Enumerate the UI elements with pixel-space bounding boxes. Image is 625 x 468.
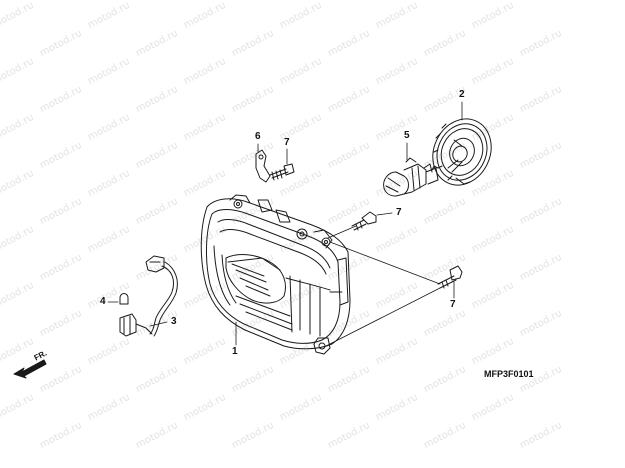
callout-3: 3	[171, 316, 177, 327]
callout-7-top: 7	[284, 137, 290, 148]
position-bulb	[119, 293, 129, 305]
assembly-line-upper	[327, 225, 357, 239]
socket-harness	[119, 255, 178, 337]
callout-1: 1	[232, 346, 238, 357]
callout-6: 6	[255, 131, 261, 142]
headlight-unit	[200, 194, 351, 355]
bracket	[255, 149, 271, 183]
callout-2: 2	[459, 89, 465, 100]
callout-4: 4	[100, 296, 106, 307]
callout-7-middle: 7	[396, 207, 402, 218]
front-direction-arrow	[13, 359, 47, 379]
leader-3	[149, 321, 168, 327]
screw-middle	[351, 211, 377, 231]
diagram-code: MFP3F0101	[484, 369, 534, 379]
dust-cover	[432, 118, 492, 186]
assembly-line-mid	[329, 241, 441, 285]
screw-top	[269, 163, 295, 181]
callout-7-lower: 7	[450, 299, 456, 310]
screw-lower	[437, 265, 463, 289]
callout-5: 5	[404, 130, 410, 141]
headlight-bulb	[383, 157, 439, 197]
assembly-line-lower	[325, 287, 441, 347]
leader-7b	[376, 212, 393, 216]
